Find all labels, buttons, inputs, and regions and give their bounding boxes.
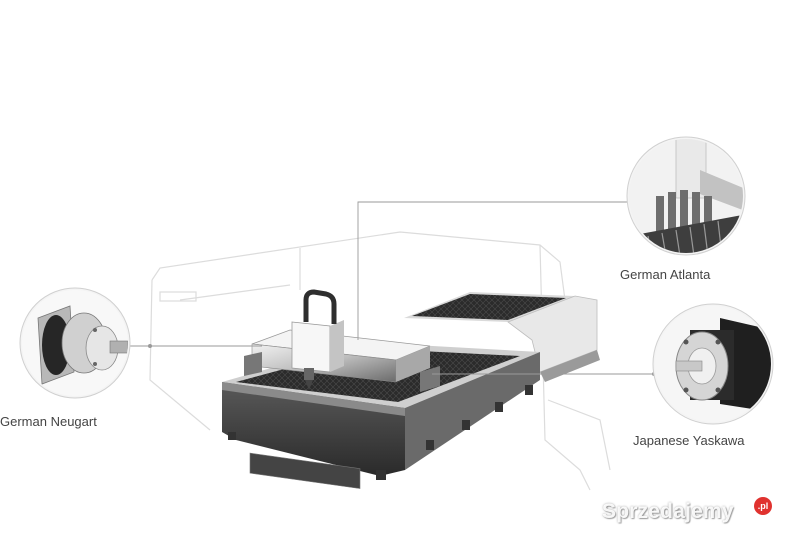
cutting-head — [291, 289, 344, 390]
yaskawa-servo-motor-callout — [652, 303, 774, 425]
watermark-badge: .pl — [754, 497, 772, 515]
neugart-gearbox-callout — [19, 287, 131, 399]
atlanta-label: German Atlanta — [620, 267, 711, 282]
atlanta-leader-line — [357, 201, 630, 340]
callout-leaders — [128, 200, 656, 376]
watermark-text: Sprzedajemy — [602, 500, 734, 523]
neugart-label: German Neugart — [0, 414, 97, 429]
yaskawa-label: Japanese Yaskawa — [633, 433, 745, 448]
atlanta-rack-pinion-callout — [626, 136, 746, 256]
